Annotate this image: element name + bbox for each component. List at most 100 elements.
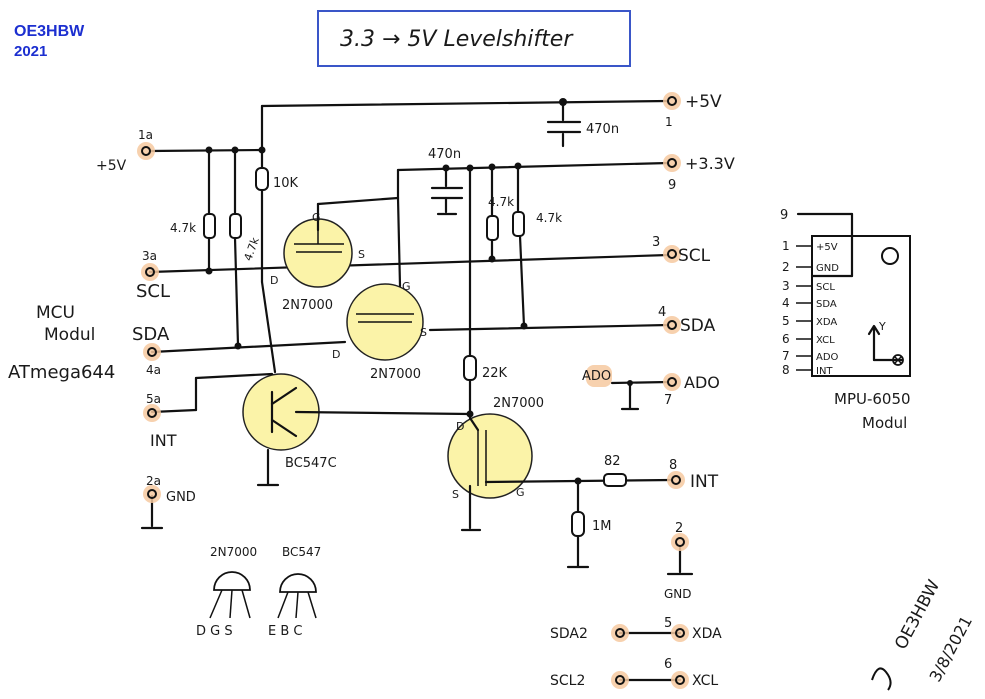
q1-g: G [312, 211, 321, 224]
right-pin-num: 5 [664, 616, 672, 631]
lead [277, 591, 289, 619]
right-pin-num: 9 [668, 178, 676, 193]
right-pin-6: 6 XCL [664, 657, 718, 689]
right-pin-label: SCL [678, 246, 711, 266]
wire [233, 236, 240, 347]
junction [258, 146, 266, 154]
junction [627, 380, 633, 386]
lead [307, 591, 317, 619]
sda2-label: SDA2 [550, 626, 588, 642]
pad-ado-left [586, 365, 612, 387]
wire-sda-right [428, 323, 670, 332]
mpu-pin-8: 8 INT [782, 363, 833, 377]
q3-d: D [456, 420, 464, 433]
mpu-pin-3: 3 SCL [782, 279, 835, 293]
right-pin-label: ADO [684, 373, 720, 392]
wire-q1-gate [316, 196, 400, 206]
right-pin-num: 6 [664, 657, 672, 672]
junction [205, 267, 213, 275]
mpu-mount-hole [881, 247, 899, 265]
wire [260, 280, 277, 374]
mpu-name-2: Modul [862, 414, 907, 432]
right-pin-label: XCL [692, 673, 718, 689]
mpu-pin-label: INT [816, 366, 833, 377]
right-pin-5: 5 XDA [664, 616, 722, 642]
cap-470n-2-label: 470n [428, 147, 461, 162]
t1-label: BC547C [285, 456, 337, 471]
right-pin-label: XDA [692, 626, 722, 642]
q1-label: 2N7000 [282, 298, 333, 313]
mcu-pin-2a: 2a GND [143, 474, 196, 505]
resistor-82 [603, 473, 627, 487]
mcu-pin-num: 4a [146, 363, 161, 377]
mcu-pin-num: 1a [138, 128, 153, 142]
r-4k7-b-label: 4.7k [242, 235, 263, 262]
mpu-name-1: MPU-6050 [834, 390, 911, 408]
junction [488, 255, 496, 263]
mcu-chip: ATmega644 [8, 362, 115, 383]
q3-label: 2N7000 [493, 396, 544, 411]
scl2-label: SCL2 [550, 673, 585, 689]
collector [270, 386, 298, 406]
r-4k7-d-label: 4.7k [536, 211, 562, 225]
right-pin-9: 9 +3.3V [663, 154, 735, 193]
right-pin-num: 7 [664, 393, 672, 408]
mcu-pin-num: 2a [146, 474, 161, 488]
mpu-pin-1: 1 +5V [782, 239, 838, 253]
mcu-pin-1a: 1a +5V [96, 128, 155, 174]
mcu-pin-5a: 5a INT [143, 392, 177, 450]
right-pin-num: 4 [658, 305, 666, 320]
scl2-pin: SCL2 [550, 671, 629, 689]
mcu-pin-4a: SDA 4a [132, 324, 170, 377]
r-10k-label: 10K [273, 176, 299, 191]
q3-s: S [452, 488, 459, 501]
r-4k7-a-label: 4.7k [170, 221, 196, 235]
q2-label: 2N7000 [370, 367, 421, 382]
sda2-pin: SDA2 [550, 624, 629, 642]
mcu-title-1: MCU [36, 303, 75, 323]
resistor-22k [463, 355, 477, 381]
author-year: 2021 [14, 43, 47, 60]
lead [209, 589, 223, 619]
q2-g: G [402, 280, 411, 293]
signature-callsign: OE3HBW [891, 577, 944, 653]
right-pin-num: 2 [675, 521, 683, 536]
to92-bjt [279, 573, 317, 593]
right-pin-num: 3 [652, 235, 660, 250]
mpu-pin-num: 1 [782, 239, 790, 253]
mpu-pin-label: SDA [816, 299, 837, 310]
q3-g: G [516, 486, 525, 499]
signature-scribble [871, 667, 892, 691]
mpu-pin-7: 7 ADO [782, 349, 839, 363]
title-text: 3.3 → 5V Levelshifter [340, 27, 574, 52]
mcu-pin-label: SCL [136, 281, 170, 302]
right-pin-num: 8 [669, 458, 677, 473]
right-gnd-label: GND [664, 587, 692, 601]
mpu-box [811, 235, 911, 377]
mpu-pin-num: 3 [782, 279, 790, 293]
mpu-pin-5: 5 XDA [782, 314, 837, 328]
rail-5v [260, 99, 670, 108]
pinout-mosfet-pins: D G S [196, 624, 233, 639]
mpu-pin-num: 2 [782, 260, 790, 274]
resistor-4k7-c [486, 215, 499, 241]
mpu-pin-label: GND [816, 263, 839, 274]
mpu-pin-num: 5 [782, 314, 790, 328]
mpu-pin-4: 4 SDA [782, 296, 837, 310]
r-82-label: 82 [604, 454, 621, 469]
mpu-pin-label: XDA [816, 317, 837, 328]
pinout-bjt-pins: E B C [268, 624, 302, 639]
mpu-pin-num: 4 [782, 296, 790, 310]
lead [295, 591, 299, 619]
title-box [317, 10, 631, 67]
cap-470n-label: 470n [586, 122, 619, 137]
junction [234, 342, 242, 350]
right-pin-1: 1 +5V [663, 92, 722, 129]
r-1m-label: 1M [592, 519, 612, 534]
right-pin-8: 8 INT [667, 458, 719, 492]
right-pin-num: 1 [665, 115, 673, 129]
mcu-pin-label: +5V [96, 158, 127, 174]
y-axis-arrowhead [867, 324, 881, 336]
q2-s: S [420, 326, 427, 339]
